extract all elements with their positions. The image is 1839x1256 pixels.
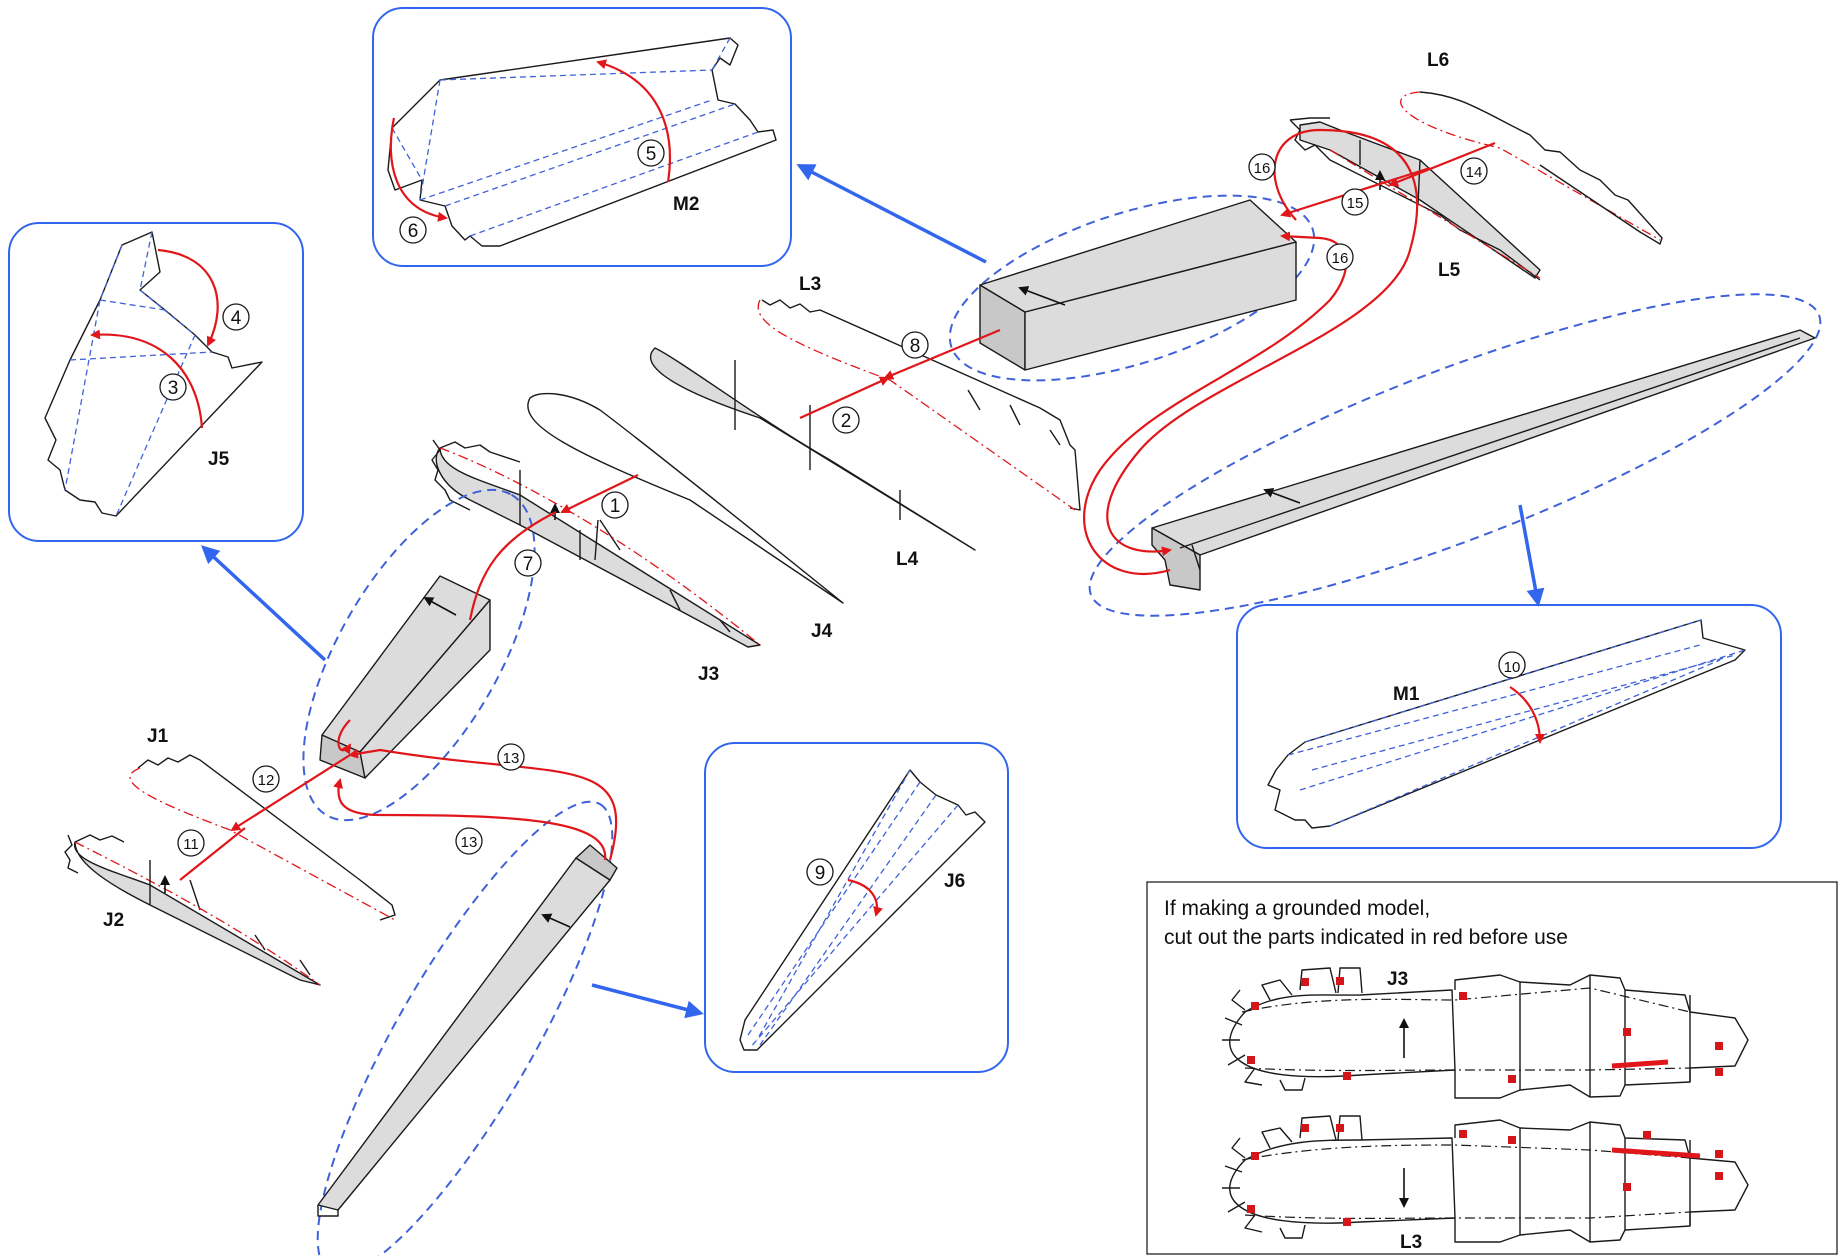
fold-arrow-9 — [847, 878, 883, 917]
label-l3: L3 — [799, 274, 821, 295]
note-line-2: cut out the parts indicated in red befor… — [1164, 926, 1568, 949]
note-pattern-l3: L3 — [1222, 1115, 1749, 1253]
path-step-13b — [333, 778, 607, 861]
part-l4: L4 — [650, 347, 976, 570]
label-j3: J3 — [698, 664, 719, 685]
detail-panel-m2: M2 — [372, 7, 792, 267]
svg-text:2: 2 — [841, 411, 852, 432]
step-6: 6 — [399, 216, 427, 244]
note-pattern-j3: J3 — [1222, 967, 1749, 1099]
path-step-2 — [799, 376, 890, 420]
svg-text:13: 13 — [503, 750, 520, 767]
detail-panel-j6: J6 — [704, 742, 1009, 1073]
svg-text:1: 1 — [610, 496, 621, 517]
svg-text:4: 4 — [231, 308, 242, 329]
path-j5-twist — [337, 719, 352, 755]
arrow-to-panel-m2 — [796, 164, 987, 264]
svg-text:14: 14 — [1466, 164, 1483, 181]
path-step-8 — [883, 328, 1001, 380]
path-step-12 — [230, 754, 351, 832]
svg-text:15: 15 — [1347, 195, 1364, 212]
step-13a: 13 — [497, 743, 525, 771]
label-l6: L6 — [1427, 50, 1449, 71]
svg-text:10: 10 — [1504, 659, 1521, 676]
grounded-model-note: If making a grounded model, cut out the … — [1146, 881, 1838, 1255]
label-l5: L5 — [1438, 260, 1461, 281]
detail-arrows — [201, 164, 1545, 1019]
svg-text:13: 13 — [461, 834, 478, 851]
fold-arrow-4 — [157, 248, 219, 347]
step-16a: 16 — [1248, 153, 1276, 181]
path-step-7 — [468, 511, 557, 621]
j6-part-outline — [739, 769, 986, 1051]
path-step-11 — [179, 827, 246, 881]
svg-text:16: 16 — [1332, 250, 1349, 267]
fold-arrow-3 — [90, 329, 204, 429]
part-m2-box — [948, 194, 1316, 382]
arrow-to-panel-j5 — [201, 545, 327, 662]
detail-panel-m1: M1 — [1236, 604, 1782, 849]
label-j6: J6 — [944, 871, 965, 892]
label-j5: J5 — [208, 449, 230, 470]
step-1: 1 — [601, 491, 629, 519]
label-m2: M2 — [673, 194, 699, 215]
part-j6-spar — [316, 800, 618, 1256]
arrow-to-panel-j6 — [591, 983, 704, 1019]
svg-text:8: 8 — [910, 336, 921, 357]
step-12: 12 — [252, 765, 280, 793]
svg-text:5: 5 — [646, 144, 657, 165]
step-2: 2 — [832, 406, 860, 434]
part-l3: L3 — [757, 274, 1081, 511]
svg-text:11: 11 — [183, 836, 199, 853]
part-j1: J1 — [129, 726, 396, 921]
part-l5: L5 — [1289, 117, 1541, 281]
arrow-to-panel-m1 — [1518, 504, 1545, 607]
label-l4: L4 — [896, 549, 919, 570]
label-m1: M1 — [1393, 684, 1420, 705]
svg-text:9: 9 — [815, 863, 826, 884]
step-11: 11 — [177, 829, 205, 857]
svg-text:12: 12 — [258, 772, 275, 789]
part-m1-spar — [1088, 293, 1822, 617]
svg-text:7: 7 — [523, 554, 534, 575]
step-markers: 1 2 3 4 5 6 7 8 9 10 11 12 13 13 14 15 1… — [159, 139, 1526, 886]
label-j2: J2 — [103, 910, 124, 931]
step-13b: 13 — [455, 827, 483, 855]
path-step-13a — [348, 748, 618, 861]
step-16b: 16 — [1326, 243, 1354, 271]
step-4: 4 — [222, 303, 250, 331]
label-j4: J4 — [811, 621, 833, 642]
note-label-l3: L3 — [1400, 1232, 1422, 1253]
step-15: 15 — [1341, 188, 1369, 216]
fold-arrow-6 — [389, 117, 448, 222]
svg-text:3: 3 — [168, 378, 179, 399]
part-j5-box — [302, 488, 536, 822]
detail-panel-j5: J5 — [8, 222, 304, 542]
path-step-1 — [560, 474, 639, 513]
note-label-j3: J3 — [1387, 969, 1408, 990]
m1-part-outline — [1267, 619, 1746, 829]
fold-arrow-10 — [1509, 686, 1545, 744]
step-7: 7 — [514, 549, 542, 577]
part-j2: J2 — [64, 834, 321, 986]
step-5: 5 — [637, 139, 665, 167]
step-9: 9 — [806, 858, 834, 886]
note-line-1: If making a grounded model, — [1164, 897, 1430, 920]
svg-text:6: 6 — [408, 221, 419, 242]
label-j1: J1 — [147, 726, 169, 747]
assembly-paths — [179, 128, 1496, 881]
step-10: 10 — [1498, 651, 1526, 679]
step-14: 14 — [1460, 157, 1488, 185]
path-step-16a — [1106, 128, 1419, 557]
part-l6: L6 — [1400, 50, 1663, 245]
part-j4: J4 — [527, 392, 844, 642]
m2-part-outline — [387, 37, 777, 247]
step-8: 8 — [901, 331, 929, 359]
fold-arrow-5 — [596, 59, 671, 183]
svg-text:16: 16 — [1254, 160, 1271, 177]
path-step-14 — [1388, 141, 1496, 187]
step-3: 3 — [159, 373, 187, 401]
